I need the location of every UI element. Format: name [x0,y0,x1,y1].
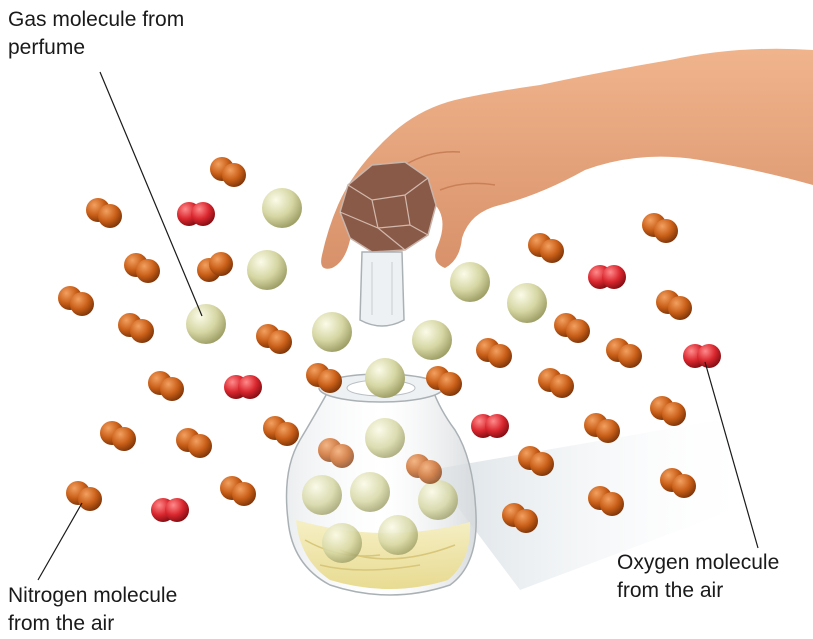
perfume-molecule [507,283,547,323]
perfume-molecule [186,304,226,344]
perfume-molecule [262,188,302,228]
oxygen-molecule [224,375,262,399]
nitrogen-molecule [538,368,574,398]
perfume-molecule [247,250,287,290]
nitrogen-molecule [306,363,342,393]
oxygen-molecule [588,265,626,289]
perfume-molecule [412,320,452,360]
oxygen-label-line-2: from the air [617,577,779,605]
gas-label-line-1: Gas molecule from [8,6,184,34]
oxygen-molecule [177,202,215,226]
nitrogen-leader-line [38,503,82,580]
bottle-stopper [340,162,436,326]
nitrogen-molecule [584,413,620,443]
nitrogen-molecule [642,213,678,243]
nitrogen-molecule [220,476,256,506]
nitrogen-molecule [528,233,564,263]
nitrogen-molecule [650,396,686,426]
nitrogen-molecule-label: Nitrogen molecule from the air [8,582,177,638]
nitrogen-molecule [176,428,212,458]
perfume-molecule [322,523,362,563]
nitrogen-molecule [148,371,184,401]
gas-molecule-label: Gas molecule from perfume [8,6,184,62]
perfume-molecule [302,475,342,515]
oxygen-molecule [471,414,509,438]
perfume-molecule [450,262,490,302]
nitrogen-label-line-2: from the air [8,610,177,638]
nitrogen-molecule [118,313,154,343]
perfume-molecule [365,358,405,398]
nitrogen-molecule [86,198,122,228]
nitrogen-label-line-1: Nitrogen molecule [8,582,177,610]
oxygen-molecule [151,498,189,522]
oxygen-label-line-1: Oxygen molecule [617,549,779,577]
oxygen-molecule [683,344,721,368]
perfume-molecule [418,480,458,520]
gas-label-line-2: perfume [8,34,184,62]
nitrogen-molecule [256,324,292,354]
oxygen-molecule-label: Oxygen molecule from the air [617,549,779,605]
nitrogen-molecule [66,481,102,511]
nitrogen-molecule [263,416,299,446]
perfume-molecule [312,312,352,352]
nitrogen-molecule [100,421,136,451]
nitrogen-molecule [197,252,233,282]
nitrogen-molecule [554,313,590,343]
perfume-molecule [350,472,390,512]
nitrogen-molecule [124,253,160,283]
perfume-molecule [365,418,405,458]
nitrogen-molecule [656,290,692,320]
perfume-molecule [378,515,418,555]
nitrogen-molecule [606,338,642,368]
nitrogen-molecule [210,157,246,187]
nitrogen-molecule [476,338,512,368]
nitrogen-molecule [58,286,94,316]
